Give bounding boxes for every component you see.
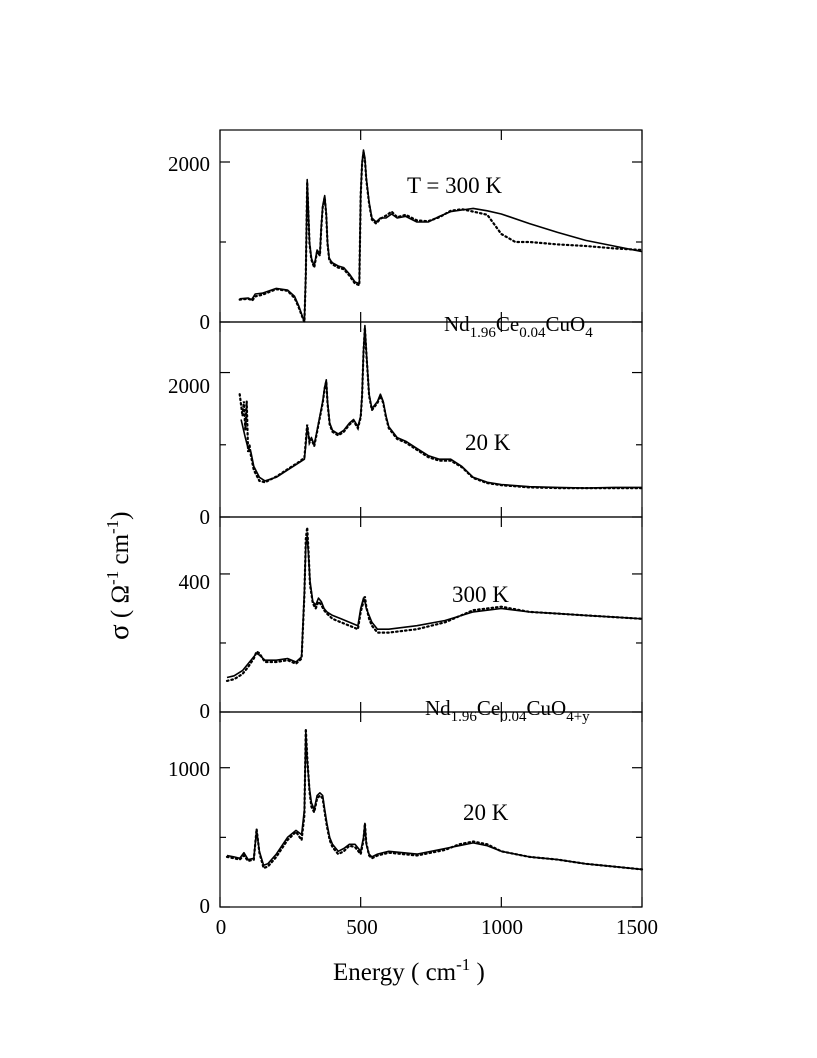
x-tick-label: 1500 xyxy=(616,915,658,939)
panel-3-annotation: 300 K xyxy=(452,582,509,607)
panel-4 xyxy=(219,711,644,908)
panel-2 xyxy=(219,321,644,518)
x-tick-label: 500 xyxy=(346,915,378,939)
panel-1 xyxy=(219,129,644,323)
y-tick-label: 2000 xyxy=(168,374,210,398)
y-tick-labels: 2000 0 2000 0 400 0 1000 0 xyxy=(168,152,210,918)
formula-2-label: Nd1.96Ce0.04CuO4+y xyxy=(425,696,590,725)
y-tick-label: 0 xyxy=(200,699,211,723)
y-tick-label: 0 xyxy=(200,310,211,334)
series-line-solid xyxy=(240,324,642,489)
formula-1-label: Nd1.96Ce0.04CuO4 xyxy=(444,312,593,341)
panel-4-annotation: 20 K xyxy=(463,800,509,825)
y-tick-label: 0 xyxy=(200,894,211,918)
series-line-dotted xyxy=(225,728,644,871)
panel-frame xyxy=(219,711,643,908)
y-tick-label: 2000 xyxy=(168,152,210,176)
panel-frame xyxy=(219,129,643,323)
panel-3 xyxy=(219,516,644,713)
x-axis-title: Energy ( cm-1 ) xyxy=(333,955,485,986)
y-axis-title: σ ( Ω-1 cm-1) xyxy=(103,511,135,640)
panel-2-annotation: 20 K xyxy=(465,430,511,455)
series-line-dotted xyxy=(225,527,644,682)
series-line-solid xyxy=(226,732,643,871)
series-line-dotted xyxy=(238,152,644,323)
x-tick-label: 0 xyxy=(216,915,227,939)
series-line-solid xyxy=(226,535,643,679)
chart-panels xyxy=(219,129,644,908)
panel-1-annotation: T = 300 K xyxy=(407,173,502,198)
y-tick-label: 0 xyxy=(200,505,211,529)
x-tick-labels: 0 500 1000 1500 xyxy=(216,915,658,939)
y-tick-label: 400 xyxy=(179,570,211,594)
y-tick-label: 1000 xyxy=(168,757,210,781)
x-tick-label: 1000 xyxy=(481,915,523,939)
series-line-dotted xyxy=(238,327,644,490)
